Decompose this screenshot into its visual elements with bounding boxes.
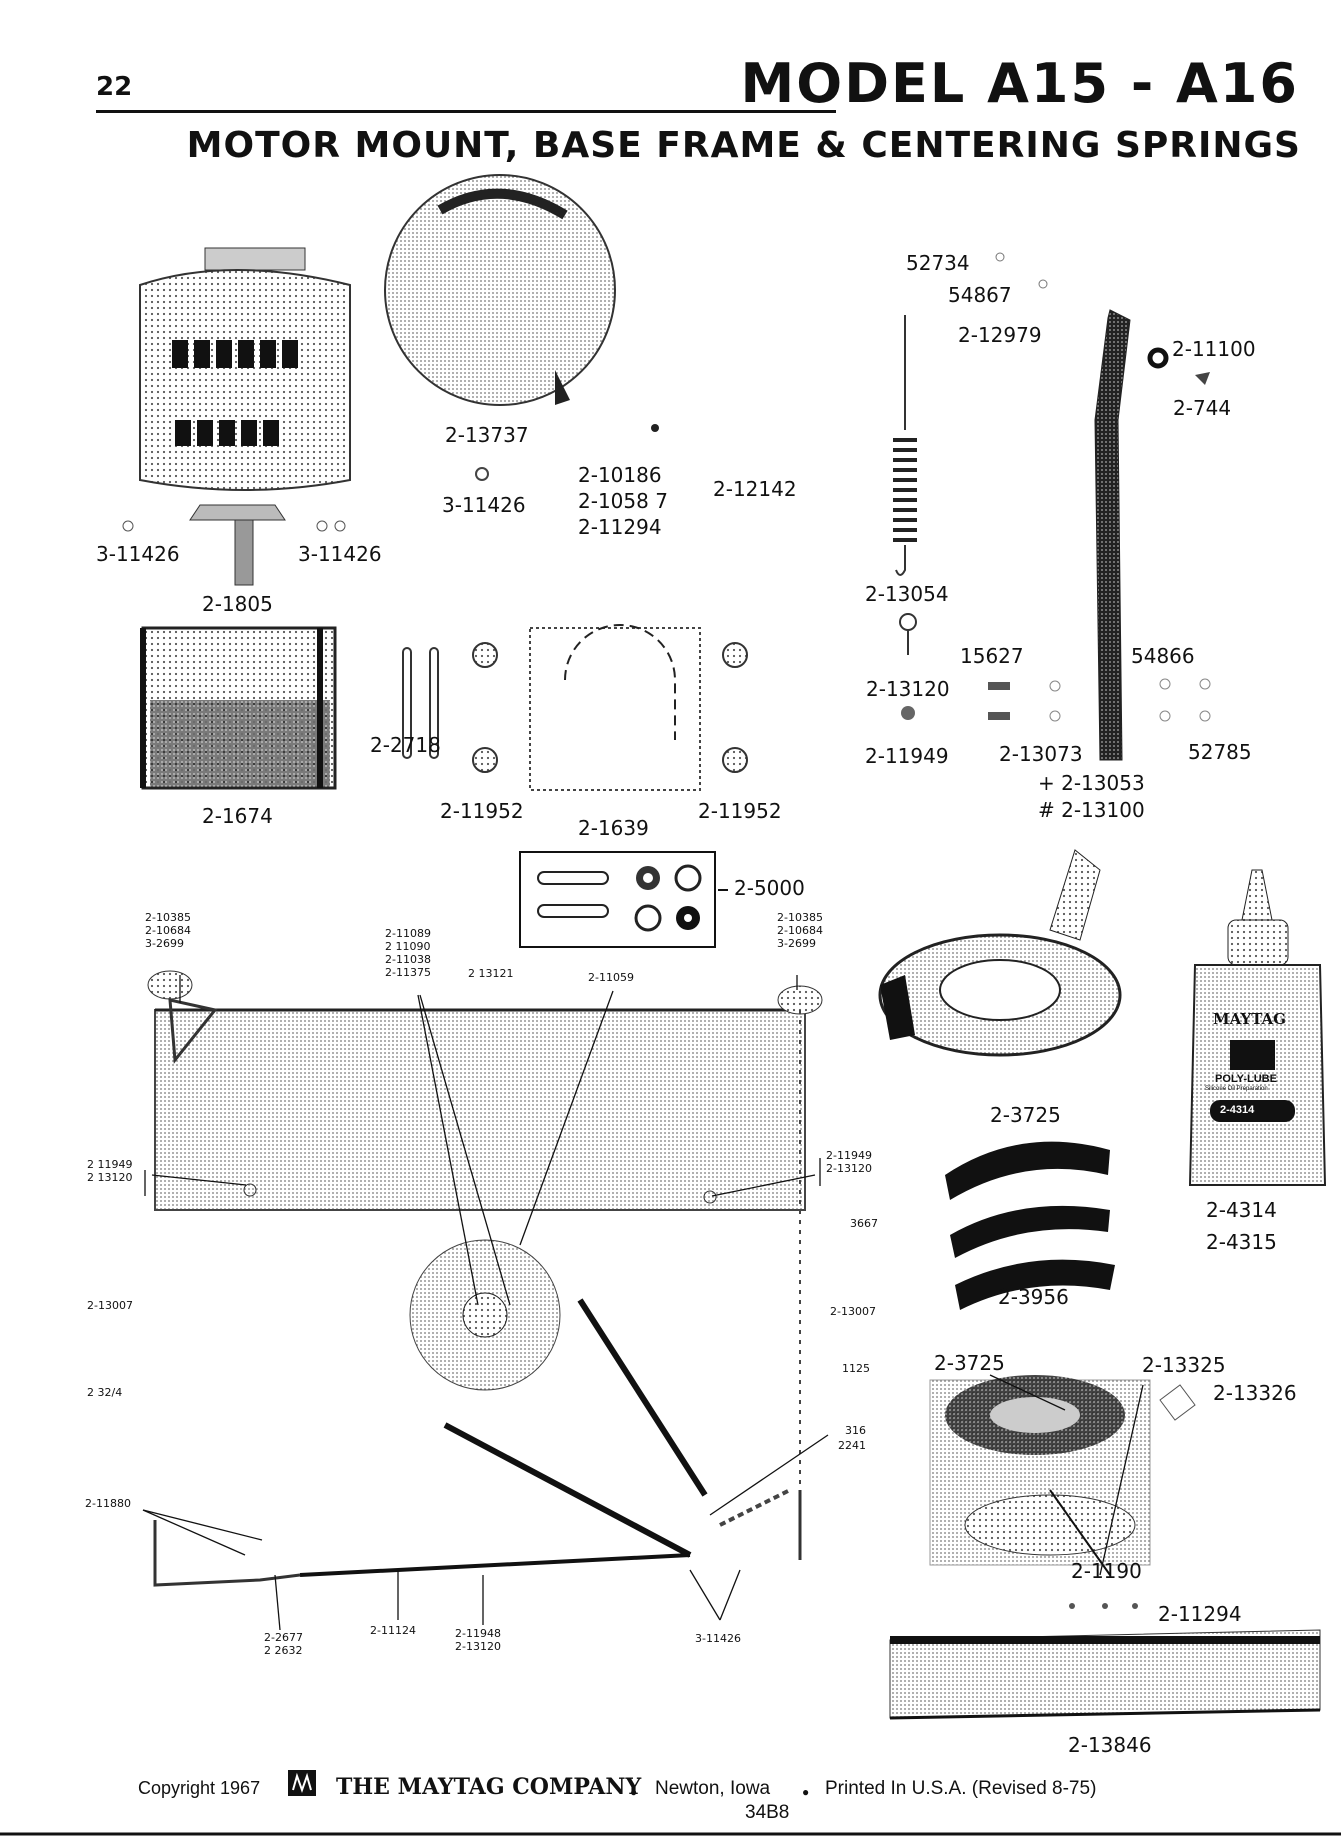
footer-form-number: 34B8 [745, 1802, 790, 1823]
page-number: 22 [96, 72, 133, 102]
motor-plate-illustration [529, 624, 701, 791]
label-screw-2: 2-1058 7 [578, 489, 668, 513]
label-washer: 3-11426 [442, 493, 526, 517]
label-kit: 2-5000 [734, 876, 805, 900]
label-744: 2-744 [1173, 396, 1232, 420]
frame-label-c-1: 2-11089 [385, 927, 431, 940]
frame-label-1125: 1125 [842, 1362, 870, 1375]
frame-label-11124: 2-11124 [370, 1624, 416, 1637]
oil-bottle-illustration [1188, 869, 1327, 1186]
frame-label-c-2: 2 11090 [385, 940, 431, 953]
label-13325: 2-13325 [1142, 1353, 1226, 1377]
label-52785: 52785 [1188, 740, 1252, 764]
frame-label-3667: 3667 [850, 1217, 878, 1230]
label-arc: 2-3956 [998, 1285, 1069, 1309]
centering-spring-illustration [893, 252, 1211, 761]
label-11294: 2-11294 [1158, 1602, 1242, 1626]
frame-label-b2677-2: 2 2632 [264, 1644, 303, 1657]
strip-illustration [889, 1603, 1321, 1720]
label-13073: 2-13073 [999, 742, 1083, 766]
frame-label-tr-3: 3-2699 [777, 937, 816, 950]
bracket-illustration [140, 626, 337, 790]
header-rule [96, 110, 836, 113]
label-seal: 2-1190 [1071, 1559, 1142, 1583]
bottle-desc: Silicone Oil Preparation [1205, 1086, 1268, 1092]
footer-bullet-1: ● [630, 1785, 638, 1799]
arc-strips-illustration [945, 1141, 1115, 1310]
frame-label-11880: 2-11880 [85, 1497, 131, 1510]
frame-label-b2677-1: 2-2677 [264, 1631, 303, 1644]
label-cover: 2-13737 [445, 423, 529, 447]
label-13100: # 2-13100 [1038, 798, 1145, 822]
page-subtitle: MOTOR MOUNT, BASE FRAME & CENTERING SPRI… [186, 125, 1301, 166]
frame-label-c-3: 2-11038 [385, 953, 431, 966]
label-motor-right: 3-11426 [298, 542, 382, 566]
bottle-number: 2-4314 [1220, 1104, 1255, 1116]
label-11100: 2-11100 [1172, 337, 1256, 361]
footer-printed: Printed In U.S.A. (Revised 8-75) [825, 1778, 1097, 1799]
label-54866: 54866 [1131, 644, 1195, 668]
label-seal-cap: 2-3725 [934, 1351, 1005, 1375]
label-pad-right: 2-11952 [698, 799, 782, 823]
kit-box-illustration [519, 851, 728, 948]
motor-illustration [122, 247, 351, 586]
frame-label-316: 316 [845, 1424, 866, 1437]
label-13326: 2-13326 [1213, 1381, 1297, 1405]
label-bottle-a: 2-4314 [1206, 1198, 1277, 1222]
frame-label-lm-2: 2 13120 [87, 1171, 133, 1184]
model-title: MODEL A15 - A16 [740, 52, 1299, 115]
label-screw-3: 2-11294 [578, 515, 662, 539]
frame-label-rm-2: 2-13120 [826, 1162, 872, 1175]
frame-label-rm-1: 2-11949 [826, 1149, 872, 1162]
springs-and-pads-illustration [402, 642, 748, 773]
label-bottle-b: 2-4315 [1206, 1230, 1277, 1254]
frame-label-241: 2241 [838, 1439, 866, 1452]
frame-label-l13007: 2-13007 [87, 1299, 133, 1312]
label-strip: 2-13846 [1068, 1733, 1152, 1757]
motor-cover-illustration [384, 174, 659, 481]
cap-illustration [878, 849, 1122, 1057]
label-cap: 2-3725 [990, 1103, 1061, 1127]
frame-label-tr-2: 2-10684 [777, 924, 823, 937]
frame-label-tr-1: 2-10385 [777, 911, 823, 924]
label-nut: 2-11949 [865, 744, 949, 768]
seal-assembly-illustration [929, 1375, 1196, 1576]
frame-label-b11948-1: 2-11948 [455, 1627, 501, 1640]
label-screw-1: 2-10186 [578, 463, 662, 487]
label-15627: 15627 [960, 644, 1024, 668]
label-12979: 2-12979 [958, 323, 1042, 347]
footer-location: Newton, Iowa [655, 1778, 771, 1799]
label-spring: 2-13054 [865, 582, 949, 606]
frame-label-b11948-2: 2-13120 [455, 1640, 501, 1653]
footer-bullet-2: ● [802, 1785, 810, 1799]
label-pad-left: 2-11952 [440, 799, 524, 823]
frame-label-13121: 2 13121 [468, 967, 514, 980]
frame-label-lm-1: 2 11949 [87, 1158, 133, 1171]
frame-label-b11426: 3-11426 [695, 1632, 741, 1645]
frame-label-tl-2: 2-10684 [145, 924, 191, 937]
label-motor-left: 3-11426 [96, 542, 180, 566]
frame-label-2324: 2 32/4 [87, 1386, 123, 1399]
frame-label-11059: 2-11059 [588, 971, 634, 984]
label-bracket: 2-1674 [202, 804, 273, 828]
label-52734: 52734 [906, 251, 970, 275]
bottle-product: POLY-LUBE [1215, 1073, 1277, 1085]
footer-copyright: Copyright 1967 [138, 1778, 261, 1798]
label-54867: 54867 [948, 283, 1012, 307]
frame-label-r13007: 2-13007 [830, 1305, 876, 1318]
bottle-brand: MAYTAG [1213, 1010, 1286, 1028]
frame-label-c-4: 2-11375 [385, 966, 431, 979]
label-springs: 2-2718 [370, 733, 441, 757]
base-frame-illustration [142, 970, 829, 1631]
label-motor-shaft: 2-1805 [202, 592, 273, 616]
frame-label-tl-1: 2-10385 [145, 911, 191, 924]
leader-lines [989, 1374, 1144, 1576]
frame-label-tl-3: 3-2699 [145, 937, 184, 950]
footer-company: THE MAYTAG COMPANY [336, 1774, 642, 1800]
label-13053: + 2-13053 [1038, 771, 1145, 795]
label-12142: 2-12142 [713, 477, 797, 501]
label-hook: 2-13120 [866, 677, 950, 701]
label-plate: 2-1639 [578, 816, 649, 840]
